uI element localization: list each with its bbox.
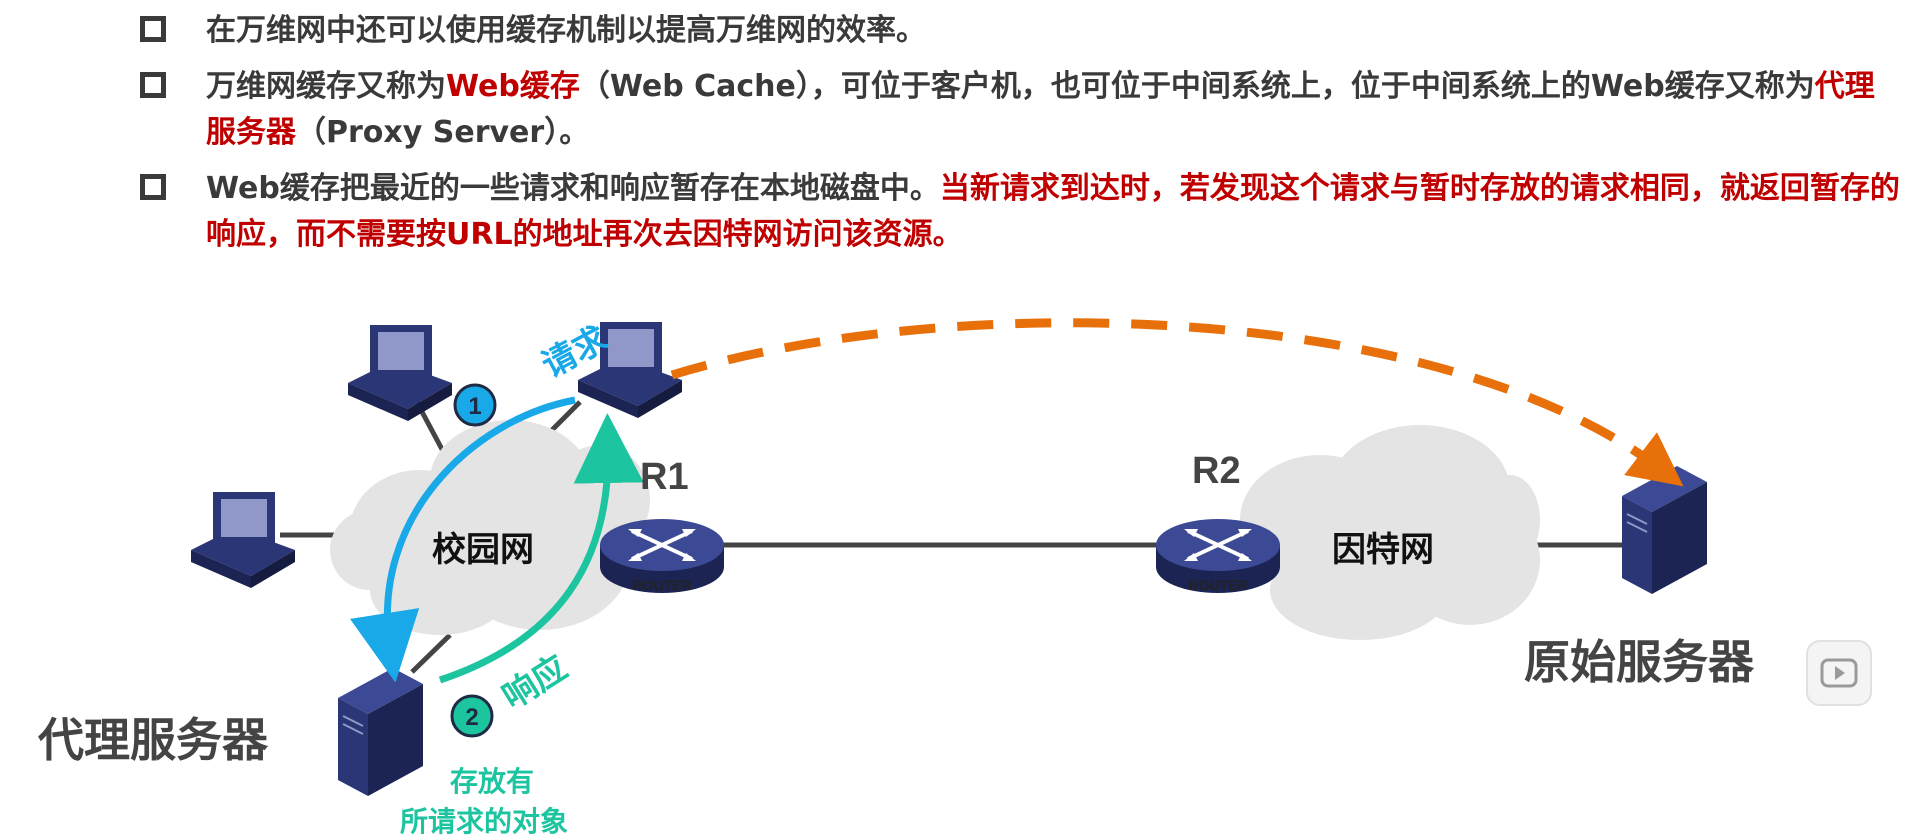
router-r2-text: ROUTER bbox=[1188, 577, 1247, 593]
computer-icon bbox=[348, 325, 452, 421]
bullet-3-segment-1: Web缓存把最近的一些请求和响应暂存在本地磁盘中。 bbox=[206, 171, 940, 206]
checkbox-icon bbox=[140, 72, 166, 98]
bullet-item-3: Web缓存把最近的一些请求和响应暂存在本地磁盘中。当新请求到达时，若发现这个请求… bbox=[140, 166, 1900, 258]
bullet-2-segment-3: （Web Cache），可位于客户机，也可位于中间系统上，位于中间系统上的Web… bbox=[579, 69, 1815, 104]
r2-label: R2 bbox=[1192, 450, 1241, 492]
bullet-list: 在万维网中还可以使用缓存机制以提高万维网的效率。 万维网缓存又称为Web缓存（W… bbox=[140, 8, 1900, 268]
play-button[interactable] bbox=[1806, 640, 1872, 706]
response-arrow bbox=[438, 413, 644, 684]
bullet-item-2: 万维网缓存又称为Web缓存（Web Cache），可位于客户机，也可位于中间系统… bbox=[140, 64, 1900, 156]
bullet-2-segment-5: （Proxy Server）。 bbox=[296, 115, 590, 150]
origin-server-label: 原始服务器 bbox=[1524, 635, 1754, 689]
svg-text:2: 2 bbox=[465, 704, 478, 731]
step1-circle: 1 bbox=[453, 383, 497, 427]
play-icon bbox=[1820, 658, 1858, 688]
bullet-3-segment-2: 当新请求到达时，若发现这个请求与暂时存放的请求相同，就返回暂存的响应，而不需要按… bbox=[206, 171, 1900, 252]
svg-text:1: 1 bbox=[468, 393, 481, 420]
client-computer-icon bbox=[578, 322, 682, 418]
bullet-2-segment-2: Web缓存 bbox=[446, 69, 580, 104]
request-arrow bbox=[350, 396, 576, 683]
router-r2-icon bbox=[1156, 519, 1280, 593]
bullet-2-segment-4: 代理服务器 bbox=[206, 69, 1875, 150]
checkbox-icon bbox=[140, 174, 166, 200]
response-label: 响应 bbox=[496, 648, 575, 718]
internet-label: 因特网 bbox=[1332, 530, 1434, 570]
stored-object-label-line1: 存放有 bbox=[450, 765, 535, 798]
bullet-2-segment-1: 万维网缓存又称为 bbox=[206, 69, 446, 104]
bullet-item-1: 在万维网中还可以使用缓存机制以提高万维网的效率。 bbox=[140, 8, 1900, 54]
checkbox-icon bbox=[140, 16, 166, 42]
origin-server-icon bbox=[1622, 466, 1707, 594]
router-r1-icon bbox=[600, 519, 724, 593]
computer-icon bbox=[191, 492, 295, 588]
bullet-1-segment-1: 在万维网中还可以使用缓存机制以提高万维网的效率。 bbox=[206, 13, 926, 48]
step2-circle: 2 bbox=[450, 694, 494, 738]
proxy-server-label: 代理服务器 bbox=[38, 713, 268, 767]
proxy-server-icon bbox=[338, 668, 423, 796]
r1-label: R1 bbox=[640, 456, 689, 498]
router-r1-text: ROUTER bbox=[632, 577, 691, 593]
internet-access-arrow bbox=[670, 318, 1684, 487]
stored-object-label-line2: 所请求的对象 bbox=[400, 805, 569, 838]
campus-network-label: 校园网 bbox=[432, 530, 534, 570]
link-proxy bbox=[410, 633, 452, 674]
